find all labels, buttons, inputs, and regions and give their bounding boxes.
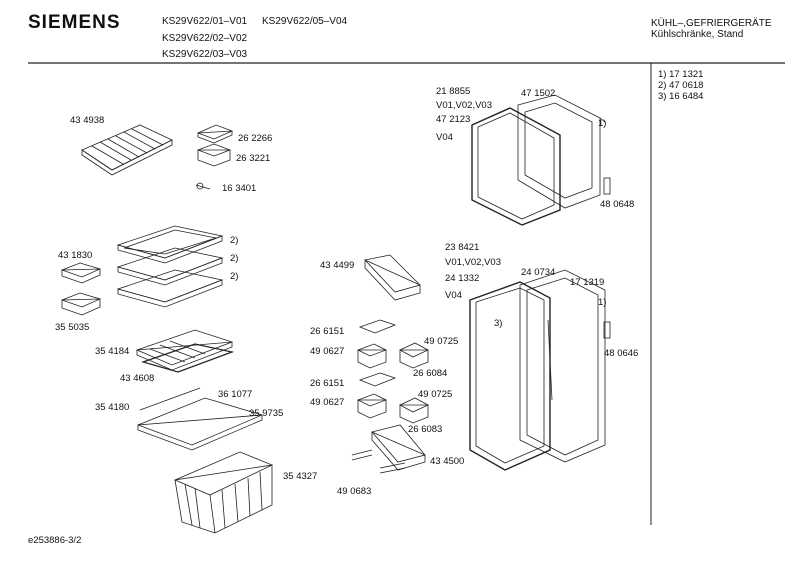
- part-label-241332: 24 1332: [445, 273, 480, 284]
- door-bin-lower-drawing: [371, 424, 426, 471]
- part-label-238421: 23 8421: [445, 242, 480, 253]
- part-label-434938: 43 4938: [70, 115, 105, 126]
- bottle-rack-drawing: [351, 449, 406, 474]
- variant-label-v04-b: V04: [445, 290, 462, 301]
- freezer-door-drawing: [517, 94, 606, 209]
- part-label-434500: 43 4500: [430, 456, 465, 467]
- model-number-2: KS29V622/05–V04: [262, 16, 348, 27]
- part-label-472123: 47 2123: [436, 114, 471, 125]
- part-label-490683: 49 0683: [337, 486, 372, 497]
- brand-logo: SIEMENS: [28, 12, 121, 33]
- part-label-266083: 26 6083: [408, 424, 443, 435]
- main-door-drawing: [519, 269, 606, 463]
- part-label-266151-a: 26 6151: [310, 326, 345, 337]
- category-line-1: KÜHL–,GEFRIERGERÄTE: [651, 18, 772, 29]
- note-label-1b: 1): [598, 297, 607, 308]
- small-container-drawing: [357, 343, 387, 419]
- note-label-2b: 2): [230, 253, 239, 264]
- part-label-490627-b: 49 0627: [310, 397, 345, 408]
- part-label-480648: 48 0648: [600, 199, 635, 210]
- part-label-490725-a: 49 0725: [424, 336, 459, 347]
- part-label-490627-a: 49 0627: [310, 346, 345, 357]
- part-label-266084: 26 6084: [413, 368, 448, 379]
- category-line-2: Kühlschränke, Stand: [651, 29, 744, 40]
- part-label-171319: 17 1319: [570, 277, 605, 288]
- small-tray-drawing: [60, 262, 102, 316]
- part-label-480646: 48 0646: [604, 348, 639, 359]
- part-label-434499: 43 4499: [320, 260, 355, 271]
- model-number-4: KS29V622/03–V03: [162, 49, 248, 60]
- crisper-cover-drawing: [135, 329, 235, 373]
- note-2: 2) 47 0618: [658, 80, 704, 91]
- note-label-2c: 2): [230, 271, 239, 282]
- egg-tray-drawing: [196, 124, 234, 144]
- part-label-163401: 16 3401: [222, 183, 257, 194]
- part-label-354184: 35 4184: [95, 346, 130, 357]
- egg-holder-drawing: [358, 319, 397, 387]
- key-drawing: [195, 182, 211, 190]
- vegetable-pan-cover-drawing: [136, 387, 264, 451]
- glass-shelf-stack-drawing: [116, 225, 224, 308]
- note-1: 1) 17 1321: [658, 69, 704, 80]
- note-label-1a: 1): [598, 118, 607, 129]
- part-label-431830: 43 1830: [58, 250, 93, 261]
- main-door-gasket-drawing: [469, 281, 551, 471]
- document-id: e253886-3/2: [28, 535, 82, 546]
- part-label-355035: 35 5035: [55, 322, 90, 333]
- variant-label-v010203-b: V01,V02,V03: [445, 257, 501, 268]
- part-label-361077: 36 1077: [218, 389, 253, 400]
- door-bin-upper-drawing: [364, 254, 421, 301]
- part-label-434608: 43 4608: [120, 373, 155, 384]
- part-label-354327: 35 4327: [283, 471, 318, 482]
- part-label-490725-b: 49 0725: [418, 389, 453, 400]
- bottle-holder-drawing: [399, 342, 429, 424]
- variant-label-v04-a: V04: [436, 132, 453, 143]
- vegetable-drawer-drawing: [173, 451, 273, 534]
- note-label-2a: 2): [230, 235, 239, 246]
- hinge-drawing: [603, 177, 611, 339]
- part-label-263221: 26 3221: [236, 153, 271, 164]
- part-label-266151-b: 26 6151: [310, 378, 345, 389]
- part-label-262266: 26 2266: [238, 133, 273, 144]
- part-label-218855: 21 8855: [436, 86, 471, 97]
- freezer-door-gasket-drawing: [471, 107, 561, 226]
- model-number-3: KS29V622/02–V02: [162, 33, 248, 44]
- variant-label-v010203-a: V01,V02,V03: [436, 100, 492, 111]
- wire-shelf-drawing: [81, 124, 173, 176]
- part-label-240734: 24 0734: [521, 267, 556, 278]
- note-3: 3) 16 6484: [658, 91, 704, 102]
- part-label-354180: 35 4180: [95, 402, 130, 413]
- model-number-1: KS29V622/01–V01: [162, 16, 248, 27]
- part-label-359735: 35 9735: [249, 408, 284, 419]
- butter-box-drawing: [196, 143, 232, 167]
- part-label-471502: 47 1502: [521, 88, 556, 99]
- note-label-3: 3): [494, 318, 503, 329]
